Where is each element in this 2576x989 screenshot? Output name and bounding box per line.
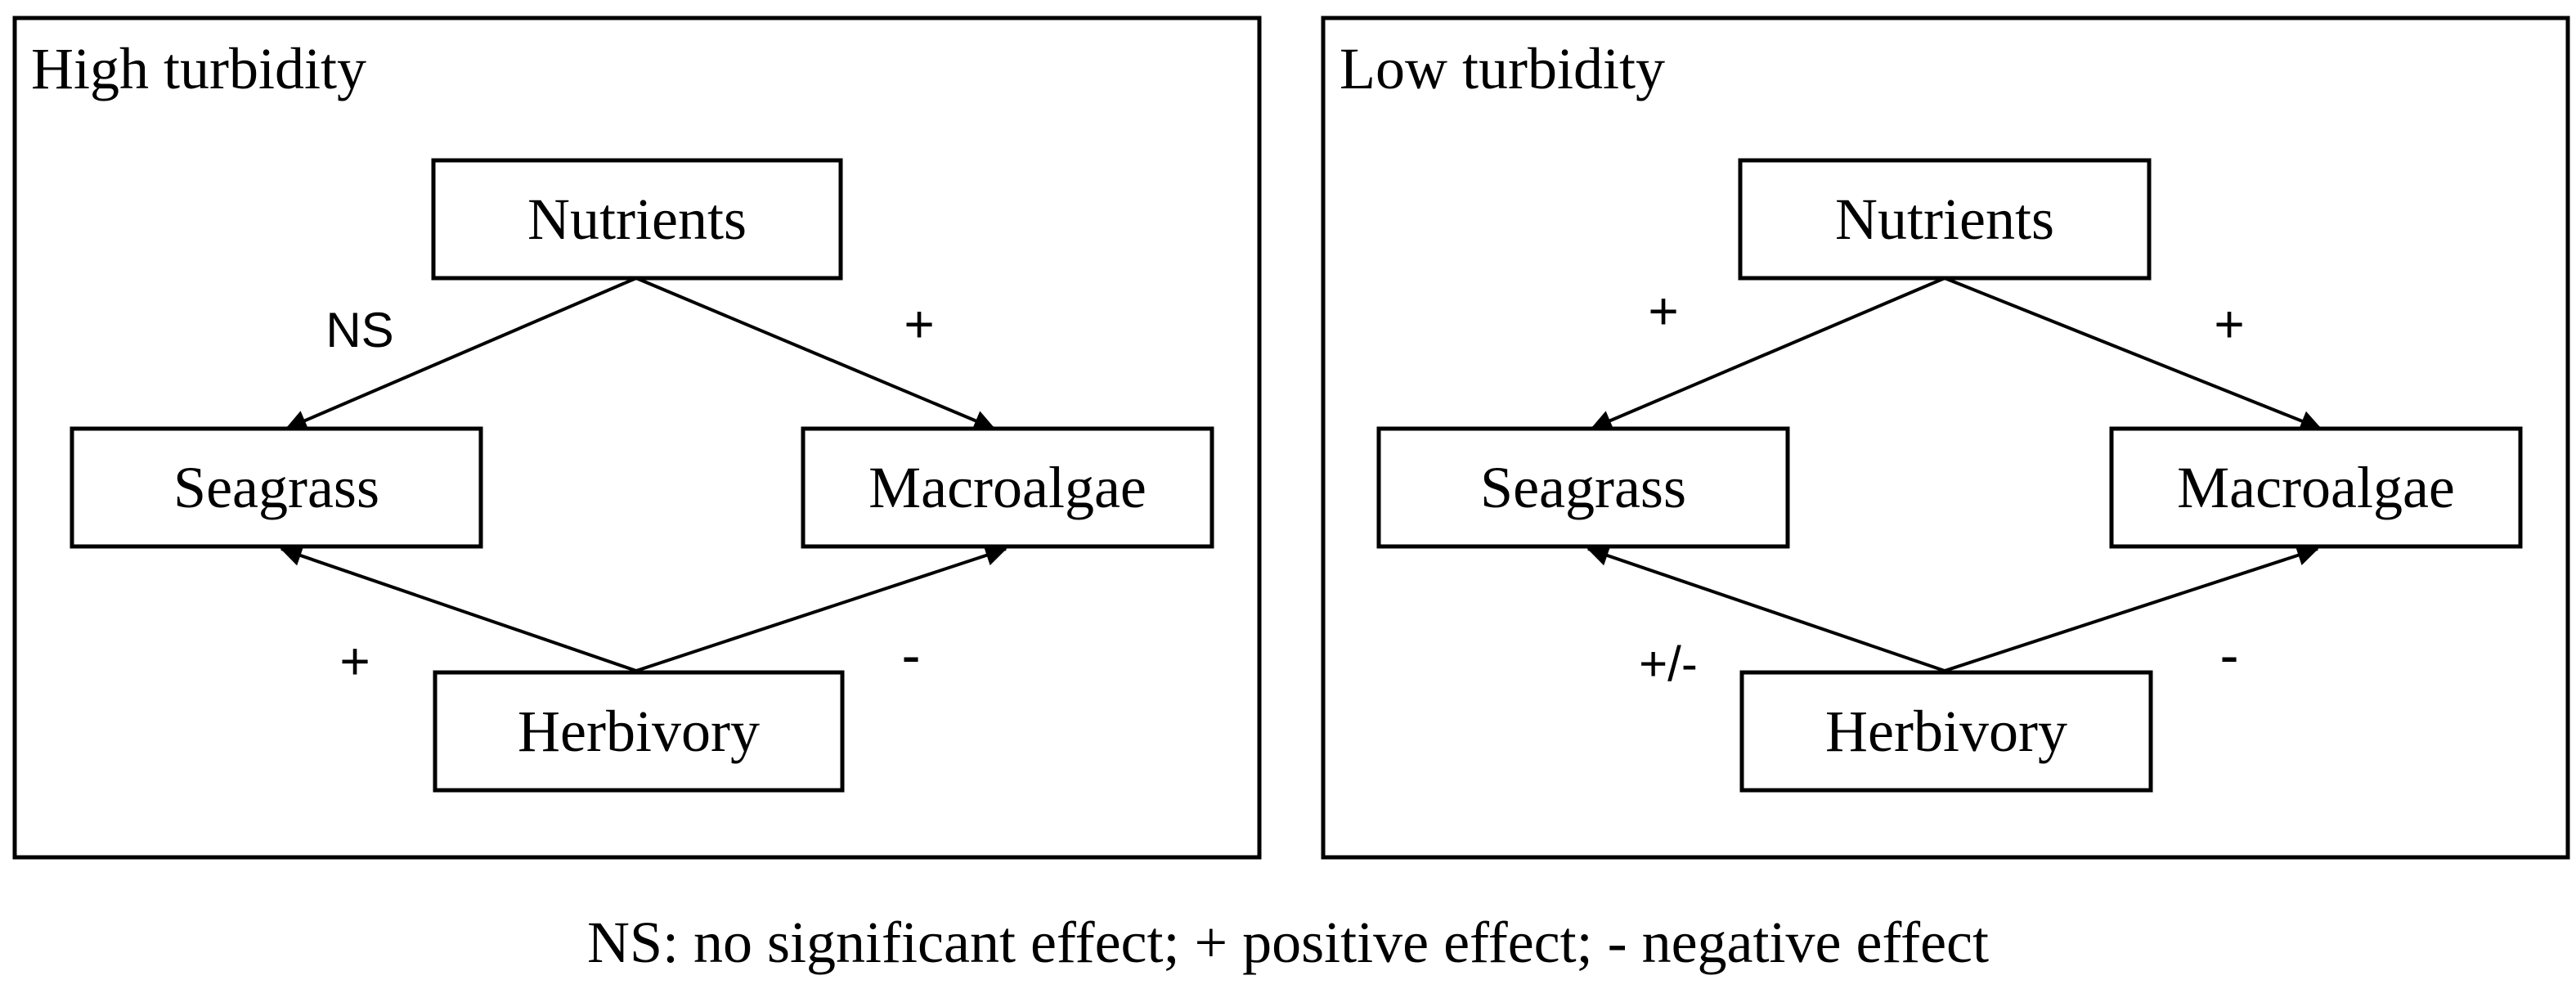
edge-label-herbivory-macroalgae: - xyxy=(901,623,920,687)
edge-label-nutrients-seagrass: + xyxy=(1648,281,1678,340)
edge-nutrients-to-seagrass xyxy=(285,276,637,431)
node-box xyxy=(2109,426,2523,549)
node-label: Macroalgae xyxy=(2177,455,2455,520)
node-label: Nutrients xyxy=(1835,187,2054,252)
edge-label-herbivory-seagrass: + xyxy=(339,632,370,690)
caption: NS: no significant effect; + positive ef… xyxy=(587,910,1989,975)
panel-title: High turbidity xyxy=(31,36,366,101)
node-herbivory: Herbivory xyxy=(1739,670,2153,793)
node-label: Seagrass xyxy=(173,455,379,520)
panel-frame xyxy=(12,16,1262,860)
edge-herbivory-to-macroalgae xyxy=(635,545,1008,672)
node-seagrass: Seagrass xyxy=(70,426,483,549)
node-box xyxy=(70,426,483,549)
edge-nutrients-to-macroalgae xyxy=(1944,276,2322,431)
node-box xyxy=(1738,158,2152,281)
node-box xyxy=(431,158,843,281)
edge-label-nutrients-macroalgae: + xyxy=(904,294,934,353)
edge-label-nutrients-macroalgae: + xyxy=(2214,294,2244,353)
node-label: Nutrients xyxy=(527,187,747,252)
edge-herbivory-to-seagrass xyxy=(280,545,637,672)
node-box xyxy=(1376,426,1790,549)
edge-nutrients-to-seagrass xyxy=(1590,276,1945,431)
node-label: Macroalgae xyxy=(868,455,1147,520)
node-label: Herbivory xyxy=(518,699,760,764)
node-label: Herbivory xyxy=(1825,699,2067,764)
node-box xyxy=(433,670,845,793)
edge-herbivory-to-macroalgae xyxy=(1944,545,2319,672)
edge-herbivory-to-seagrass xyxy=(1586,545,1945,672)
edge-nutrients-to-macroalgae xyxy=(635,276,996,431)
panel-high-turbidity: High turbidity NS + + - Nutrients Seagra… xyxy=(12,16,1262,860)
node-seagrass: Seagrass xyxy=(1376,426,1790,549)
node-box xyxy=(1739,670,2153,793)
edge-label-herbivory-macroalgae: - xyxy=(2219,623,2238,687)
node-herbivory: Herbivory xyxy=(433,670,845,793)
panel-low-turbidity: Low turbidity + + +/- - Nutrients Seagra… xyxy=(1321,16,2570,860)
node-macroalgae: Macroalgae xyxy=(801,426,1214,549)
edge-label-herbivory-seagrass: +/- xyxy=(1639,636,1698,691)
edge-label-nutrients-seagrass: NS xyxy=(325,303,393,357)
node-nutrients: Nutrients xyxy=(431,158,843,281)
node-box xyxy=(801,426,1214,549)
node-label: Seagrass xyxy=(1480,455,1686,520)
node-macroalgae: Macroalgae xyxy=(2109,426,2523,549)
panel-frame xyxy=(1321,16,2570,860)
node-nutrients: Nutrients xyxy=(1738,158,2152,281)
panel-title: Low turbidity xyxy=(1340,36,1665,101)
